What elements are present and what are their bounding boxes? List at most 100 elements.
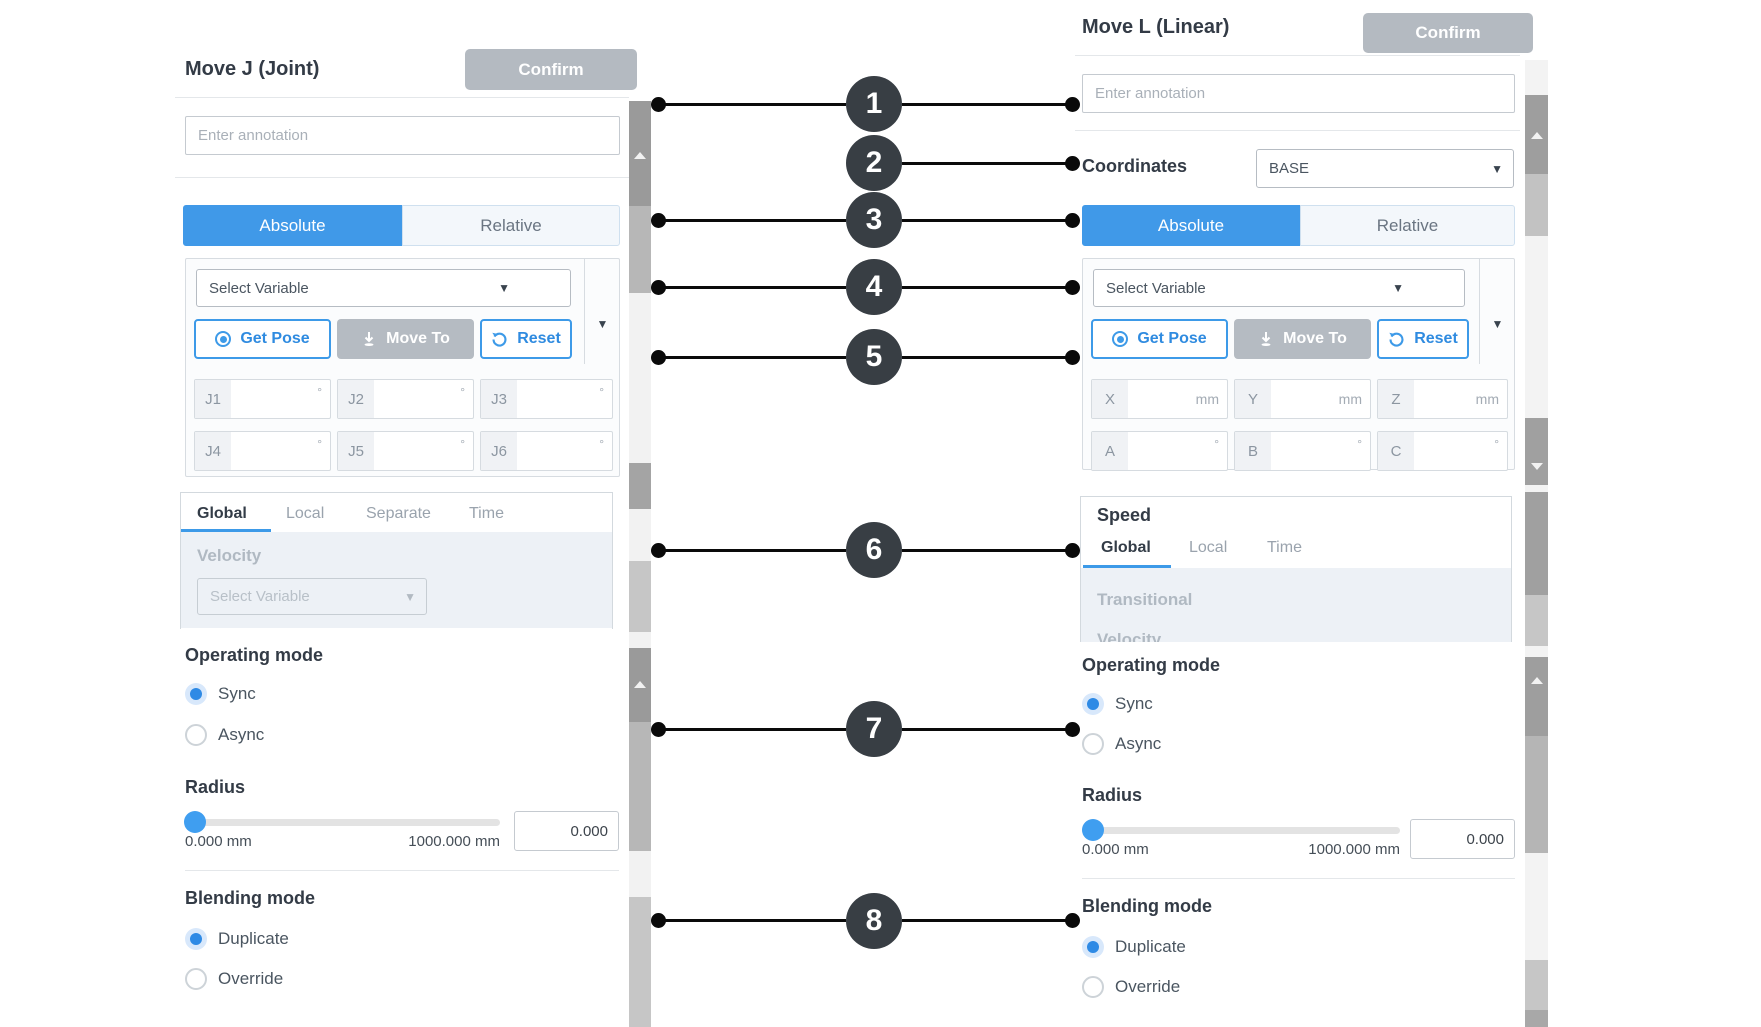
reset-button[interactable]: Reset bbox=[480, 319, 572, 359]
duplicate-option[interactable]: Duplicate bbox=[185, 928, 289, 950]
confirm-button[interactable]: Confirm bbox=[465, 49, 637, 90]
scrollbar-thumb[interactable] bbox=[629, 648, 651, 722]
expand-pose-button[interactable]: ▼ bbox=[1481, 317, 1514, 331]
move-l-panel-title: Move L (Linear) bbox=[1082, 16, 1230, 38]
scrollbar-thumb[interactable] bbox=[1525, 1010, 1548, 1027]
j6-input[interactable] bbox=[517, 432, 599, 470]
blending-mode-label: Blending mode bbox=[1082, 896, 1212, 916]
scrollbar-thumb[interactable] bbox=[1525, 595, 1548, 646]
move-to-button[interactable]: Move To bbox=[1234, 319, 1371, 359]
reset-button[interactable]: Reset bbox=[1377, 319, 1469, 359]
override-option[interactable]: Override bbox=[1082, 976, 1180, 998]
move-to-icon bbox=[364, 332, 374, 346]
callout-line bbox=[658, 103, 846, 106]
tab-relative[interactable]: Relative bbox=[1300, 205, 1515, 246]
callout-dot bbox=[651, 913, 666, 928]
z-input[interactable] bbox=[1414, 380, 1476, 418]
y-field: Y mm bbox=[1234, 379, 1371, 419]
radius-value-input[interactable] bbox=[1410, 819, 1515, 859]
radius-slider-track[interactable] bbox=[1082, 827, 1400, 834]
a-input[interactable] bbox=[1128, 432, 1214, 470]
speed-tab-separate[interactable]: Separate bbox=[366, 505, 431, 522]
speed-tab-global[interactable]: Global bbox=[197, 505, 247, 522]
divider bbox=[1082, 878, 1515, 879]
confirm-button[interactable]: Confirm bbox=[1363, 13, 1533, 53]
divider bbox=[584, 259, 585, 364]
annotation-input[interactable] bbox=[185, 116, 620, 155]
callout-dot bbox=[1065, 543, 1080, 558]
b-input[interactable] bbox=[1271, 432, 1357, 470]
scrollbar-thumb[interactable] bbox=[1525, 95, 1548, 174]
tab-absolute[interactable]: Absolute bbox=[183, 205, 402, 246]
j2-field: J2 ° bbox=[337, 379, 474, 419]
get-pose-button[interactable]: Get Pose bbox=[1091, 319, 1228, 359]
scrollbar-thumb[interactable] bbox=[1525, 492, 1548, 595]
speed-tab-local[interactable]: Local bbox=[1189, 539, 1228, 556]
velocity-variable-dropdown[interactable]: Select Variable ▼ bbox=[197, 578, 427, 615]
j1-input[interactable] bbox=[231, 380, 317, 418]
move-to-button[interactable]: Move To bbox=[337, 319, 474, 359]
annotation-input[interactable] bbox=[1082, 74, 1515, 113]
expand-pose-button[interactable]: ▼ bbox=[586, 317, 619, 331]
duplicate-option[interactable]: Duplicate bbox=[1082, 936, 1186, 958]
radius-min-label: 0.000 mm bbox=[185, 833, 252, 850]
scrollbar-thumb[interactable] bbox=[629, 463, 651, 509]
a-field: A ° bbox=[1091, 431, 1228, 471]
override-option[interactable]: Override bbox=[185, 968, 283, 990]
select-variable-dropdown[interactable]: Select Variable ▼ bbox=[196, 269, 571, 307]
scrollbar-thumb[interactable] bbox=[1525, 736, 1548, 853]
radius-value-input[interactable] bbox=[514, 811, 619, 851]
radius-max-label: 1000.000 mm bbox=[408, 833, 500, 850]
speed-tab-local[interactable]: Local bbox=[286, 505, 325, 522]
scrollbar-thumb[interactable] bbox=[1525, 418, 1548, 485]
scrollbar-thumb[interactable] bbox=[629, 897, 651, 1027]
tab-absolute[interactable]: Absolute bbox=[1082, 205, 1300, 246]
scrollbar-thumb[interactable] bbox=[629, 101, 651, 206]
radius-slider-track[interactable] bbox=[185, 819, 500, 826]
divider bbox=[1075, 130, 1520, 131]
scrollbar-thumb[interactable] bbox=[1525, 657, 1548, 736]
scrollbar-thumb[interactable] bbox=[1525, 174, 1548, 236]
j5-input[interactable] bbox=[374, 432, 460, 470]
sync-option[interactable]: Sync bbox=[1082, 693, 1153, 715]
c-input[interactable] bbox=[1414, 432, 1494, 470]
j3-unit: ° bbox=[599, 385, 604, 399]
b-field: B ° bbox=[1234, 431, 1371, 471]
scrollbar-thumb[interactable] bbox=[1525, 960, 1548, 1010]
callout-line bbox=[902, 919, 1068, 922]
speed-tab-time[interactable]: Time bbox=[469, 505, 504, 522]
speed-tab-global[interactable]: Global bbox=[1101, 539, 1151, 556]
get-pose-button[interactable]: Get Pose bbox=[194, 319, 331, 359]
scroll-up-icon bbox=[1530, 677, 1543, 684]
radio-unselected-icon bbox=[185, 968, 207, 990]
y-input[interactable] bbox=[1271, 380, 1339, 418]
j5-label: J5 bbox=[338, 432, 374, 470]
callout-dot bbox=[1065, 280, 1080, 295]
sync-option[interactable]: Sync bbox=[185, 683, 256, 705]
async-option[interactable]: Async bbox=[1082, 733, 1161, 755]
active-tab-underline bbox=[181, 529, 271, 532]
speed-tab-time[interactable]: Time bbox=[1267, 539, 1302, 556]
scrollbar-thumb[interactable] bbox=[629, 206, 651, 293]
radius-slider-handle[interactable] bbox=[184, 811, 206, 833]
j4-unit: ° bbox=[317, 437, 322, 451]
j5-field: J5 ° bbox=[337, 431, 474, 471]
radius-slider-handle[interactable] bbox=[1082, 819, 1104, 841]
j4-input[interactable] bbox=[231, 432, 317, 470]
scrollbar-thumb[interactable] bbox=[629, 722, 651, 851]
chevron-down-icon: ▼ bbox=[1491, 161, 1503, 176]
operating-mode-label: Operating mode bbox=[1082, 655, 1221, 675]
callout-dot bbox=[1065, 97, 1080, 112]
x-input[interactable] bbox=[1128, 380, 1196, 418]
j2-input[interactable] bbox=[374, 380, 460, 418]
callout-line bbox=[658, 286, 846, 289]
callout-dot bbox=[651, 213, 666, 228]
scrollbar-thumb[interactable] bbox=[629, 561, 651, 632]
tab-relative[interactable]: Relative bbox=[402, 205, 620, 246]
j2-label: J2 bbox=[338, 380, 374, 418]
select-variable-dropdown[interactable]: Select Variable ▼ bbox=[1093, 269, 1465, 307]
async-option[interactable]: Async bbox=[185, 724, 264, 746]
j3-input[interactable] bbox=[517, 380, 599, 418]
z-field: Z mm bbox=[1377, 379, 1508, 419]
coordinates-dropdown[interactable]: BASE ▼ bbox=[1256, 149, 1514, 188]
